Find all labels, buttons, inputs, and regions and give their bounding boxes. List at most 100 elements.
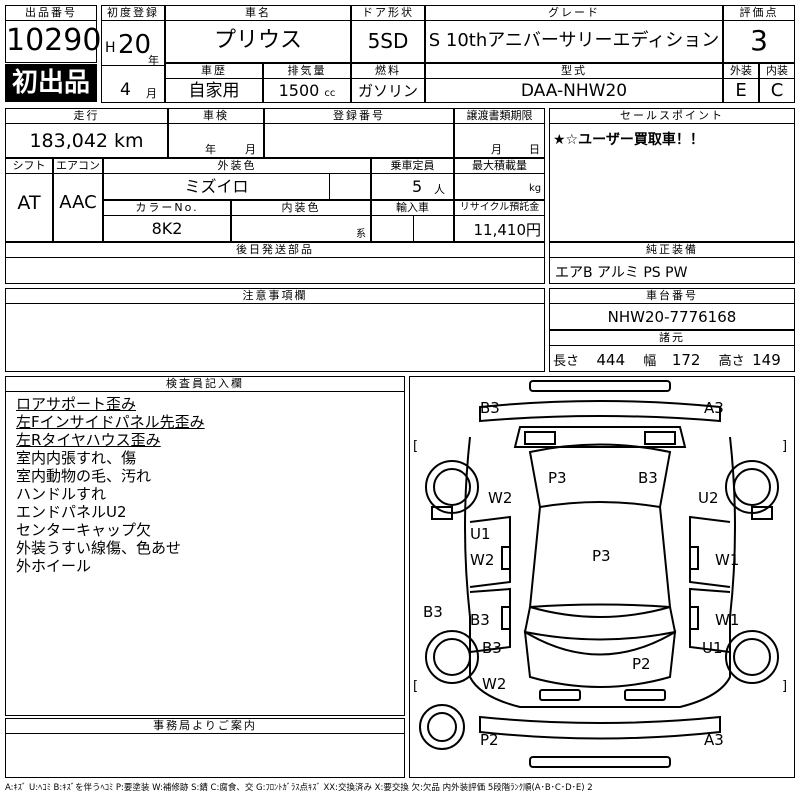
fuel-cell: 燃料 ガソリン — [351, 63, 425, 103]
sales-point-cell: セールスポイント ★☆ユーザー買取車！！ — [549, 108, 795, 242]
mark-rr-fender: U1 — [702, 639, 723, 657]
damage-diagram: B3 A3 [ ] W2 U2 P3 B3 U1 W2 P3 W1 B3 B3 … — [409, 376, 795, 778]
load-cell: 最大積載量 kg — [454, 158, 545, 200]
later-parts-cell: 後日発送部品 — [5, 242, 545, 284]
mark-rear-left: P2 — [480, 731, 499, 749]
model-cell: 型式 DAA-NHW20 — [425, 63, 723, 103]
transfer-cell: 譲渡書類期限 月 日 — [454, 108, 545, 158]
int-label: 内装 — [760, 64, 794, 79]
score: 3 — [750, 24, 768, 57]
transfer-label: 譲渡書類期限 — [455, 109, 544, 124]
int-color-unit: 系 — [356, 229, 366, 240]
mark-front-right: A3 — [704, 399, 724, 417]
mark-rf-door-w: W1 — [715, 551, 740, 569]
name-label: 車名 — [166, 6, 350, 21]
reg-year: 20 — [118, 30, 152, 60]
remark-line: センターキャップ欠 — [16, 521, 152, 539]
ac: AAC — [59, 192, 97, 213]
dims-cell: 諸元 長さ 444 幅 172 高さ 149 — [549, 330, 795, 372]
mark-lr-quarter: W2 — [482, 675, 507, 693]
capacity-label: 乗車定員 — [372, 159, 453, 174]
width: 172 — [671, 351, 701, 369]
insp-year-unit: 年 — [205, 143, 216, 156]
inspection-label: 車検 — [169, 109, 263, 124]
mark-bracket-right: ] — [782, 439, 788, 454]
office-label: 事務局よりご案内 — [6, 719, 404, 734]
ext-color-cell: 外装色 ミズイロ — [103, 158, 371, 200]
length: 444 — [596, 351, 626, 369]
car-outline-svg — [419, 380, 779, 768]
transfer-day-unit: 日 — [529, 143, 540, 156]
grade-cell: グレード S 10thアニバーサリーエディション — [425, 5, 723, 63]
chassis-label: 車台番号 — [550, 289, 794, 304]
remark-line: 外装うすい線傷、色あせ — [16, 539, 182, 557]
model-label: 型式 — [426, 64, 722, 79]
remark-line: 左Fインサイドパネル先歪み — [16, 413, 205, 431]
grade: S 10thアニバーサリーエディション — [428, 30, 720, 51]
mark-bracket-right-rear: ] — [782, 679, 788, 694]
import-cell: 輸入車 — [371, 200, 454, 242]
displacement: 1500 — [278, 81, 320, 100]
capacity-unit: 人 — [434, 183, 445, 196]
color-no-cell: カラーNo. 8K2 — [103, 200, 231, 242]
color-no: 8K2 — [151, 219, 183, 238]
mark-l-sill: B3 — [423, 603, 443, 621]
ext-label: 外装 — [724, 64, 758, 79]
reg-label: 初度登録 — [102, 6, 164, 21]
width-label: 幅 — [643, 354, 657, 369]
load-unit: kg — [529, 183, 542, 194]
mileage-cell: 走行 183,042 km — [5, 108, 168, 158]
shift-cell: シフト AT — [5, 158, 53, 242]
length-label: 長さ — [553, 354, 580, 369]
chassis-cell: 車台番号 NHW20-7776168 — [549, 288, 795, 330]
mark-bracket-left: [ — [413, 439, 419, 454]
int-color-cell: 内装色 系 — [231, 200, 371, 242]
mark-lf-fender: W2 — [488, 489, 513, 507]
ac-label: エアコン — [54, 159, 102, 174]
shift: AT — [17, 192, 41, 214]
mark-rear-right: A3 — [704, 731, 724, 749]
mark-rf-fender: U2 — [698, 489, 719, 507]
remark-line: 外ホイール — [16, 557, 92, 575]
first-listing-badge: 初出品 — [5, 64, 97, 102]
int-color-label: 内装色 — [232, 201, 370, 216]
capacity-cell: 乗車定員 5 人 — [371, 158, 454, 200]
lot-no: 10290 — [6, 23, 102, 58]
fuel: ガソリン — [357, 82, 418, 100]
color-no-label: カラーNo. — [104, 201, 230, 216]
height: 149 — [752, 351, 781, 369]
transfer-month-unit: 月 — [491, 143, 502, 156]
mark-roof: P3 — [592, 547, 611, 565]
mark-hood-right: B3 — [638, 469, 658, 487]
remark-line: 左Rタイヤハウス歪み — [16, 431, 161, 449]
ext-cell: 外装 E — [723, 63, 759, 103]
dims-label: 諸元 — [550, 331, 794, 346]
recycle-fee: 11,410円 — [473, 221, 542, 239]
recycle-cell: リサイクル預託金 11,410円 — [454, 200, 545, 242]
model: DAA-NHW20 — [520, 81, 628, 101]
import-label: 輸入車 — [372, 201, 453, 216]
insp-month-unit: 月 — [245, 143, 256, 156]
displacement-cell: 排気量 1500 cc — [263, 63, 351, 103]
month-unit: 月 — [146, 87, 157, 100]
remark-line: 室内内張すれ、傷 — [16, 449, 137, 467]
later-parts-label: 後日発送部品 — [6, 243, 544, 258]
mark-rr-door: W1 — [715, 611, 740, 629]
load-label: 最大積載量 — [455, 159, 544, 174]
car-name: プリウス — [213, 28, 302, 53]
door-type: 5SD — [367, 29, 409, 53]
mark-front-left: B3 — [480, 399, 500, 417]
displacement-label: 排気量 — [264, 64, 350, 79]
history-label: 車歴 — [166, 64, 262, 79]
genuine-cell: 純正装備 エアB アルミ PS PW — [549, 242, 795, 284]
notes-label: 注意事項欄 — [6, 289, 544, 304]
inspection-cell: 車検 年 月 — [168, 108, 264, 158]
int-cell: 内装 C — [759, 63, 795, 103]
capacity: 5 — [412, 177, 423, 196]
mark-lr-door: B3 — [470, 611, 490, 629]
mileage-label: 走行 — [6, 109, 167, 124]
recycle-label: リサイクル預託金 — [455, 201, 544, 216]
inspector-cell: 検査員記入欄 ロアサポート歪み 左Fインサイドパネル先歪み 左Rタイヤハウス歪み… — [5, 376, 405, 716]
era: H — [105, 40, 116, 56]
plate-label: 登録番号 — [265, 109, 453, 124]
